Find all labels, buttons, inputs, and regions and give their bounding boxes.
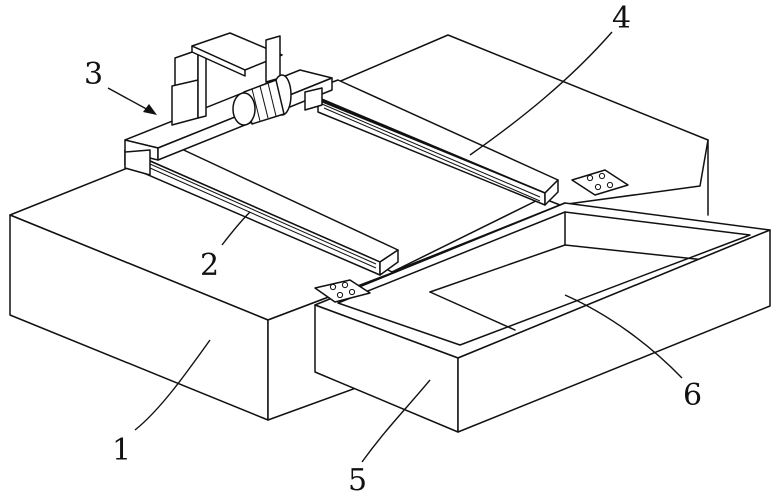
front-rail-groove-2 (149, 167, 377, 269)
hinge-rear-bolt-2 (598, 172, 606, 180)
leader-3 (107, 87, 153, 113)
rear-rail-groove-1 (321, 103, 541, 198)
label-1: 1 (112, 433, 131, 468)
hinge-rear-bolt-4 (606, 181, 614, 189)
box-inner-floor-edge (429, 244, 566, 293)
leader-6 (564, 294, 683, 379)
motor-fin-1 (251, 88, 261, 122)
hinge-front-plate (314, 279, 371, 303)
hinge-rear-bolt-3 (594, 183, 602, 191)
gantry-column-lower (171, 79, 199, 126)
callout-labels: 1 2 3 4 5 6 (84, 1, 702, 498)
collection-box (314, 202, 771, 433)
motor-fin-2 (259, 85, 269, 119)
hinge-front-bolt-2 (341, 281, 349, 289)
hinge-front-bolt-3 (336, 291, 344, 299)
rear-rail-end (544, 179, 559, 206)
label-2: 2 (200, 248, 219, 283)
hinge-front (314, 279, 371, 303)
label-4: 4 (612, 1, 631, 36)
rear-rail-groove-2 (323, 107, 541, 202)
leader-5 (361, 379, 431, 463)
box-inner-back-floor (564, 244, 706, 261)
hinge-front-bolt-1 (329, 283, 337, 291)
arrow-3-head (143, 104, 157, 115)
label-5: 5 (348, 463, 367, 498)
motor-fin-3 (267, 82, 277, 117)
leader-lines (107, 31, 683, 463)
hinge-rear-plate (571, 169, 629, 196)
leader-1 (134, 339, 211, 431)
gantry-arm-front (191, 45, 246, 77)
box-side (457, 229, 771, 433)
label-3: 3 (84, 57, 103, 92)
label-6: 6 (683, 378, 702, 413)
box-inner-opening (337, 211, 751, 346)
gantry-post (265, 35, 281, 83)
gantry (124, 32, 333, 176)
leader-2 (221, 211, 251, 246)
hinge-rear-bolt-1 (586, 174, 594, 182)
hinge-front-bolt-4 (348, 288, 356, 296)
gantry-column-side (197, 49, 207, 119)
motor-end-cap (232, 92, 256, 126)
hinge-rear (571, 169, 629, 196)
front-rail-groove-1 (149, 163, 377, 265)
box-inner-left-floor (429, 291, 516, 331)
gantry-foot-rear (304, 87, 323, 111)
front-rail-end (379, 249, 399, 276)
gantry-foot-front (124, 149, 151, 176)
leader-4 (469, 31, 613, 156)
